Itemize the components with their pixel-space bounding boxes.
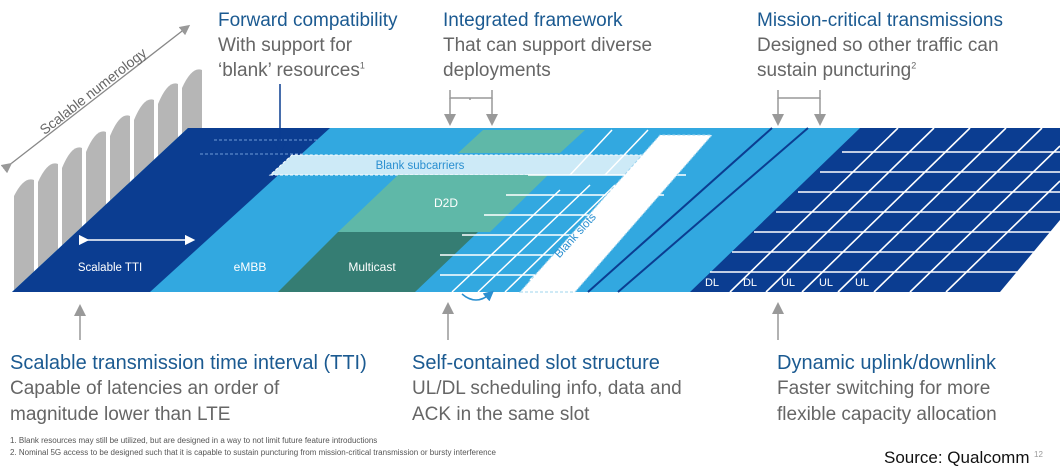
slot-loop-arrow	[461, 290, 494, 302]
multicast-block	[278, 232, 478, 292]
footer-dynamic-ul-dl: Dynamic uplink/downlink Faster switching…	[777, 350, 997, 428]
puncture-line-2	[617, 127, 809, 293]
duplex-title: Dynamic uplink/downlink	[777, 352, 996, 374]
footer-self-contained-slot: Self-contained slot structure UL/DL sche…	[412, 350, 682, 428]
header-forward-compatibility: Forward compatibility With support for ‘…	[218, 8, 398, 83]
dynamic-ul-dl-region	[690, 128, 1060, 292]
page-number: 12	[1034, 450, 1043, 459]
integrated-title: Integrated framework	[443, 10, 623, 31]
header-integrated-framework: Integrated framework That can support di…	[443, 8, 652, 83]
d2d-block	[338, 175, 548, 232]
puncture-line-1	[587, 127, 773, 293]
ul-label-3: UL	[855, 277, 869, 289]
dl-label-2: DL	[743, 277, 757, 289]
ul-label-2: UL	[819, 277, 833, 289]
forward-line2: ‘blank’ resources	[218, 60, 360, 81]
embb-label: eMBB	[234, 260, 267, 274]
mission-note-ref: 2	[911, 60, 917, 71]
footnote-2: 2. Nominal 5G access to be designed such…	[10, 448, 496, 457]
numerology-label: Scalable numerology	[36, 45, 149, 138]
blank-subcarriers-label: Blank subcarriers	[376, 160, 465, 172]
slot-title: Self-contained slot structure	[412, 352, 660, 374]
integrated-line1: That can support diverse	[443, 35, 653, 56]
tti-line1: Capable of latencies an order of	[10, 378, 280, 399]
duplex-line2: flexible capacity allocation	[777, 404, 997, 425]
source-credit: Source: Qualcomm	[884, 448, 1030, 467]
mission-title: Mission-critical transmissions	[757, 10, 1003, 31]
header-mission-critical: Mission-critical transmissions Designed …	[757, 8, 1003, 83]
d2d-label: D2D	[434, 196, 458, 210]
forward-title: Forward compatibility	[218, 10, 398, 31]
slot-line1: UL/DL scheduling info, data and	[412, 378, 682, 399]
forward-line2-wrap: ‘blank’ resources1	[218, 58, 398, 83]
mission-line2-wrap: sustain puncturing2	[757, 58, 1003, 83]
callout-arrows-top	[274, 84, 826, 154]
multicast-label: Multicast	[348, 260, 396, 274]
callout-arrows-bottom	[74, 302, 784, 340]
duplex-line1: Faster switching for more	[777, 378, 991, 399]
tti-line2: magnitude lower than LTE	[10, 404, 231, 425]
scalable-tti-region	[12, 128, 330, 292]
dl-label-1: DL	[705, 277, 719, 289]
mission-line2: sustain puncturing	[757, 60, 912, 81]
footer-scalable-tti: Scalable transmission time interval (TTI…	[10, 350, 367, 428]
forward-line1: With support for	[218, 35, 353, 56]
integrated-line2: deployments	[443, 60, 551, 81]
upper-teal-block	[458, 130, 585, 153]
ul-label-1: UL	[781, 277, 795, 289]
slot-line2: ACK in the same slot	[412, 404, 590, 425]
scalable-tti-label: Scalable TTI	[78, 262, 142, 274]
footnote-1: 1. Blank resources may still be utilized…	[10, 436, 378, 445]
ul-dl-grid	[710, 127, 1060, 293]
blank-slots-band	[518, 134, 714, 293]
forward-note-ref: 1	[359, 60, 365, 71]
blank-subcarriers-band	[268, 154, 692, 176]
tti-title: Scalable transmission time interval (TTI…	[10, 352, 367, 374]
mission-line1: Designed so other traffic can	[757, 35, 999, 56]
